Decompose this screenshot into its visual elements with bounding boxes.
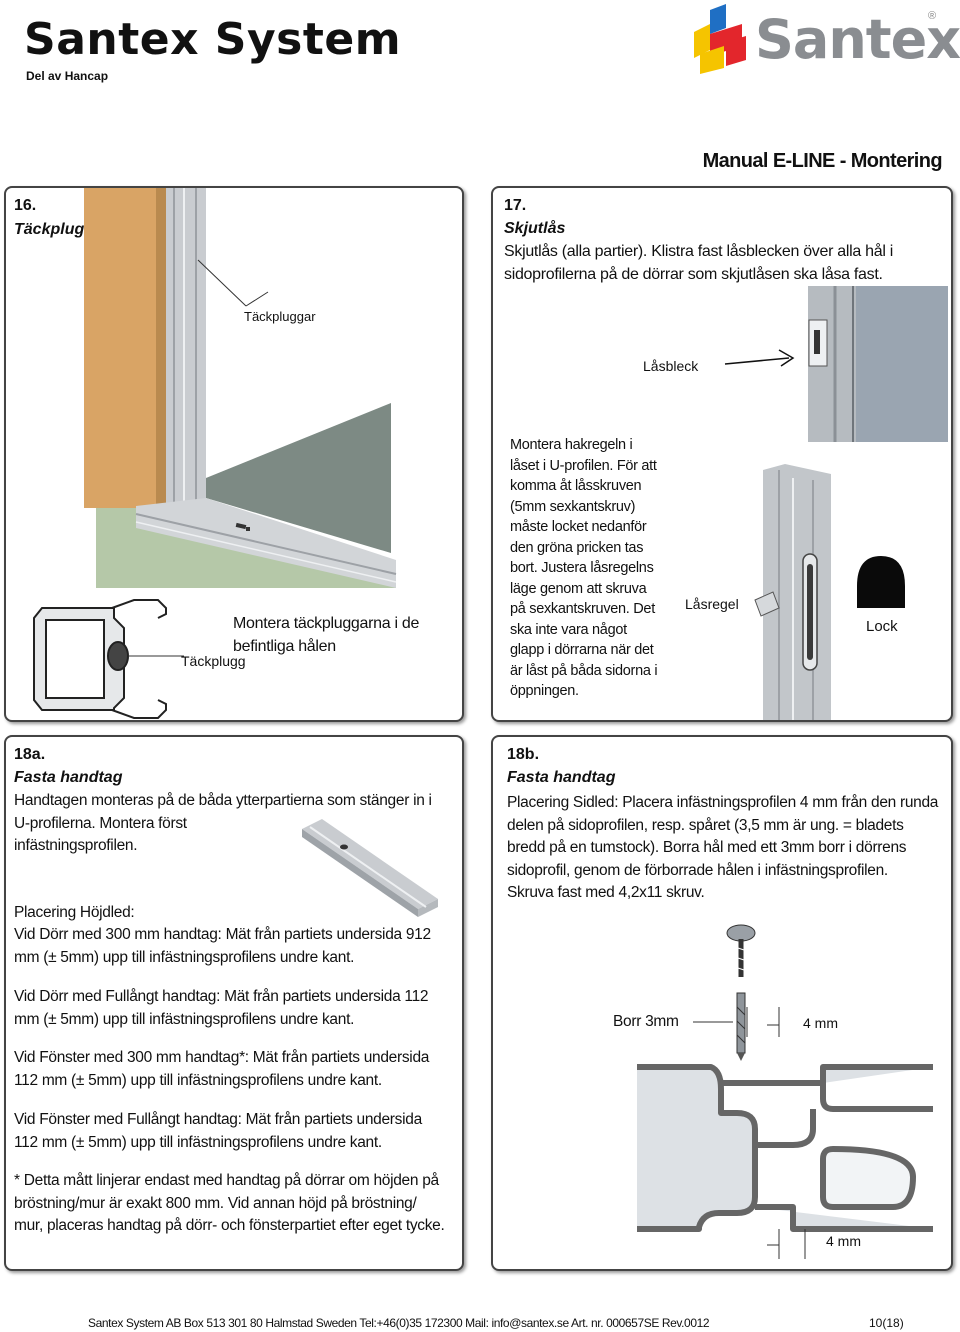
footnote-line: bröstning/mur är exakt 800 mm. Vid annan… (14, 1194, 417, 1212)
intro-line: U-profilerna. Montera först (14, 814, 187, 832)
paragraph-line: mm (± 5mm) upp till infästningsprofilens… (14, 948, 355, 966)
placement-heading: Placering Höjdled: (14, 904, 135, 921)
instruction-line: låset i U-profilen. För att (510, 457, 657, 474)
hole-marker (235, 522, 247, 530)
manual-title: Manual E-LINE - Montering (702, 150, 943, 172)
registered-mark: ® (928, 10, 937, 22)
instruction-line: Montera täckpluggarna i de (233, 615, 420, 632)
profile-cross-section (33, 599, 167, 719)
instruction-line: Montera hakregeln i (510, 437, 633, 453)
section-title: Skjutlås (504, 220, 566, 237)
instruction-line: läge genom att skruva (510, 580, 647, 597)
section-17-panel: 17. Skjutlås Skjutlås (alla partier). Kl… (491, 186, 953, 722)
dimension-label: 4 mm (803, 1015, 838, 1031)
lock-illustrations (724, 286, 948, 720)
instruction-line: på sexkantskruven. Det (510, 601, 655, 617)
footnote: * Detta mått linjerar endast med handtag… (14, 1170, 462, 1238)
section-number: 18b. (507, 746, 540, 763)
door-frame-illustration (33, 188, 397, 719)
vertical-profile (166, 188, 206, 518)
placement-paragraph: Vid Fönster med 300 mm handtag*: Mät frå… (14, 1047, 462, 1092)
instruction-line: (5mm sexkantskruv) (510, 498, 636, 515)
paragraph-line: Vid Dörr med Fullångt handtag: Mät från … (14, 988, 429, 1005)
instruction-line: befintliga hålen (233, 638, 336, 655)
body-line: delen på sidoprofilen, resp. spåret (3,5… (507, 816, 904, 834)
screw-hole (340, 844, 348, 850)
body-line: Placering Sidled: Placera infästningspro… (507, 794, 939, 811)
instruction-line: är låst på båda sidorna i (510, 662, 658, 679)
lasregel-profile (754, 464, 831, 720)
drill-label: Borr 3mm (613, 1013, 679, 1030)
brand-title: Santex System (24, 14, 402, 65)
paragraph-line: Vid Dörr med 300 mm handtag: Mät från pa… (14, 926, 431, 943)
footer-text: Santex System AB Box 513 301 80 Halmstad… (88, 1316, 710, 1330)
paragraph-line: Vid Fönster med 300 mm handtag*: Mät frå… (14, 1049, 430, 1066)
instruction-line: glapp i dörrarna när det (510, 642, 654, 658)
footnote-line: mur, placeras handtag på dörr- och fönst… (14, 1217, 445, 1234)
section-18a-panel: 18a. Fasta handtag Handtagen monteras på… (4, 735, 464, 1271)
callout-label: Täckpluggar (244, 309, 316, 324)
santex-logo-mark (694, 4, 746, 74)
placement-paragraph: Vid Fönster med Fullångt handtag: Mät fr… (14, 1109, 462, 1154)
body-line: Skruva fast med 4,2x11 skruv. (507, 884, 705, 901)
drilling-illustration (637, 924, 933, 1259)
dimension-label: 4 mm (826, 1233, 861, 1249)
screw-icon (726, 924, 756, 977)
instruction-line: öppningen. (510, 683, 579, 699)
floor-shape (206, 403, 391, 553)
paragraph-line: 112 mm (± 5mm) upp till infästningsprofi… (14, 1071, 382, 1089)
section-title: Fasta handtag (14, 769, 123, 786)
mounting-profile-illustration (302, 819, 438, 917)
lock-cover (857, 556, 905, 608)
lock-label: Lock (866, 618, 898, 635)
drill-bit-icon (736, 992, 746, 1061)
page-number: 10(18) (869, 1316, 904, 1330)
instruction-list: Montera hakregeln i låset i U-profilen. … (510, 435, 680, 702)
footnote-line: * Detta mått linjerar endast med handtag… (14, 1172, 439, 1189)
plug-label: Täckplugg (181, 653, 246, 669)
section-number: 17. (504, 197, 527, 214)
instruction-line: måste locket nedanför (510, 519, 647, 535)
placement-paragraph: Vid Dörr med 300 mm handtag: Mät från pa… (14, 924, 462, 969)
placement-paragraph: Vid Dörr med Fullångt handtag: Mät från … (14, 986, 462, 1031)
section-18b-panel: 18b. Fasta handtag Placering Sidled: Pla… (491, 735, 953, 1271)
paragraph-line: Vid Fönster med Fullångt handtag: Mät fr… (14, 1111, 422, 1128)
instruction-line: ska inte vara något (510, 621, 627, 638)
side-profile-cross-section (637, 1064, 933, 1232)
body-line: sidoprofil, genom de förborrade hålen i … (507, 861, 888, 879)
intro-line: Handtagen monteras på de båda ytterparti… (14, 792, 432, 809)
instruction-line: komma åt låsskruven (510, 478, 642, 494)
section-intro: Skjutlås (alla partier). Klistra fast lå… (504, 243, 893, 283)
section-intro: Handtagen monteras på de båda ytterparti… (14, 790, 459, 858)
intro-line: infästningsprofilen. (14, 837, 138, 854)
instruction-line: den gröna pricken tas (510, 539, 644, 556)
lasbleck-label: Låsbleck (643, 358, 699, 374)
lasregel-label: Låsregel (685, 596, 739, 612)
brand-subtitle: Del av Hancap (26, 69, 109, 83)
section-16-panel: 16. Täckpluggar Täckplu (4, 186, 464, 722)
instruction-text: Montera täckpluggarna i de befintliga hå… (233, 612, 419, 658)
section-title: Fasta handtag (507, 769, 616, 786)
instruction-line: bort. Justera låsregelns (510, 560, 654, 576)
paragraph-line: mm (± 5mm) upp till infästningsprofilens… (14, 1010, 355, 1028)
paragraph-line: 112 mm (± 5mm) upp till infästningsprofi… (14, 1133, 382, 1151)
section-body: Placering Sidled: Placera infästningspro… (507, 792, 947, 905)
section-number: 16. (14, 197, 37, 214)
body-line: bredd på en tumstock). Borra hål med ett… (507, 839, 907, 856)
logo-text: Santex (755, 8, 960, 71)
wood-frame (84, 188, 164, 508)
section-number: 18a. (14, 746, 46, 763)
